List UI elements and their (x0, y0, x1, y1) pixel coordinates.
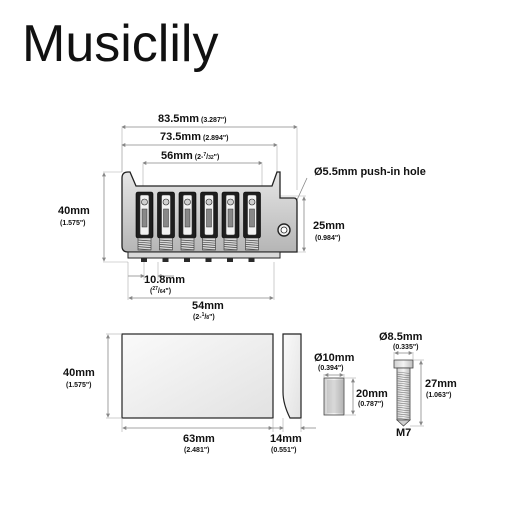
push-in-hole-inner (280, 226, 288, 234)
saddle (135, 191, 154, 251)
mount-screw-head (184, 258, 190, 262)
mount-screw-head (227, 258, 233, 262)
saddle-spring (223, 237, 238, 251)
saddle (178, 191, 197, 251)
ferrule-diameter-sub: (0.394") (318, 365, 344, 372)
saddle (221, 191, 240, 251)
saddle-spring (202, 237, 216, 251)
screw-spacing-label: 54mm (192, 300, 224, 312)
saddle (200, 191, 218, 251)
mount-screw-head (248, 258, 255, 262)
ferrule-diameter-label: Ø10mm (314, 352, 355, 364)
saddle-spacing-label: 10.8mm (144, 274, 185, 286)
hole-note: Ø5.5mm push-in hole (314, 166, 426, 178)
saddle-spring (137, 237, 152, 251)
height-right-sub: (0.984") (315, 235, 341, 242)
screw-diameter-label: Ø8.5mm (379, 331, 423, 343)
tremolo-block-front (121, 333, 274, 419)
bridge-top-view (121, 171, 298, 262)
string-ferrule (323, 377, 345, 416)
saddle-spring (159, 237, 173, 251)
tremolo-block-side (282, 333, 302, 419)
saddle-spring (245, 237, 259, 251)
bridge-base-edge (127, 251, 281, 259)
screw-length-sub: (1.063") (426, 392, 452, 399)
saddle (243, 191, 261, 251)
height-left-sub: (1.575") (60, 220, 86, 227)
screw-spacing-sub: (2-1/8") (193, 312, 215, 321)
brand-logo: Musiclily (22, 15, 219, 73)
screw-length-label: 27mm (425, 378, 457, 390)
height-right-label: 25mm (313, 220, 345, 232)
height-left-label: 40mm (58, 205, 90, 217)
block-height-label: 40mm (63, 367, 95, 379)
width-total-label: 83.5mm(3.287") (158, 113, 226, 125)
block-depth-label: 14mm (270, 433, 302, 445)
mount-screw-head (162, 258, 169, 262)
block-depth-sub: (0.551") (271, 447, 297, 454)
width-mid-label: 73.5mm(2.894") (160, 131, 228, 143)
mount-screw-head (205, 258, 212, 262)
saddle (157, 191, 175, 251)
mount-screw-head (141, 258, 147, 262)
block-length-sub: (2.481") (184, 447, 210, 454)
saddle-spacing-sub: (27/64") (150, 286, 171, 295)
screw-thread-label: M7 (396, 427, 411, 439)
mounting-screw (393, 359, 414, 427)
block-height-sub: (1.575") (66, 382, 92, 389)
screw-diameter-sub: (0.335") (393, 344, 419, 351)
string-spread-label: 56mm(2-7/32") (161, 150, 219, 162)
ferrule-height-sub: (0.787") (358, 401, 384, 408)
block-length-label: 63mm (183, 433, 215, 445)
ferrule-height-label: 20mm (356, 388, 388, 400)
saddle-spring (180, 237, 195, 251)
